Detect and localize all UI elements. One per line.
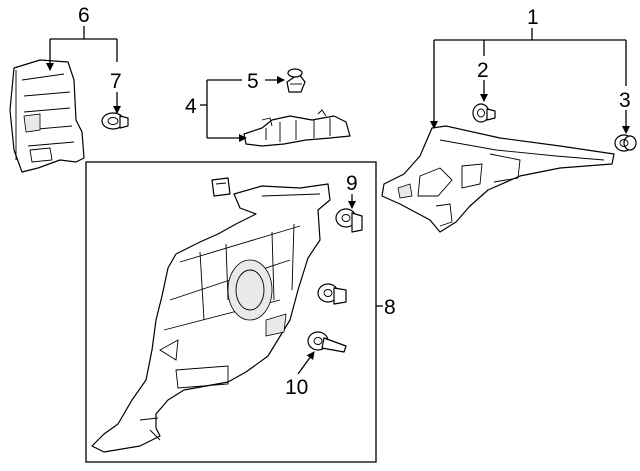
bracket-part-4 — [243, 109, 351, 147]
callout-3: 3 — [619, 89, 631, 112]
clip-part-9 — [335, 208, 363, 233]
callout-7: 7 — [110, 70, 122, 93]
retainer — [211, 177, 231, 197]
callout-8: 8 — [384, 296, 396, 319]
callout-9: 9 — [346, 172, 358, 195]
callout-10: 10 — [285, 376, 308, 399]
upper-trim-panel-part-6 — [9, 59, 85, 173]
clip-part-7 — [101, 112, 129, 130]
callout-1: 1 — [527, 6, 539, 29]
leader-line-10 — [297, 351, 315, 375]
clip-part-10 — [307, 331, 347, 353]
part-8-group-box — [85, 161, 377, 463]
leader-lines-6-7 — [46, 26, 121, 114]
quarter-trim-panel-part-8 — [91, 183, 331, 453]
leader-lines-1-2-3 — [430, 28, 630, 134]
clip-part-3 — [614, 134, 637, 152]
callout-5: 5 — [247, 70, 259, 93]
clip-part-5 — [286, 68, 306, 93]
quarter-trim-panel-part-1 — [381, 125, 615, 233]
clip-middle — [317, 283, 347, 305]
clip-part-2 — [472, 103, 496, 123]
callout-4: 4 — [185, 95, 197, 118]
callout-6: 6 — [78, 4, 90, 27]
callout-2: 2 — [477, 59, 489, 82]
leader-lines-4-5 — [200, 76, 285, 142]
